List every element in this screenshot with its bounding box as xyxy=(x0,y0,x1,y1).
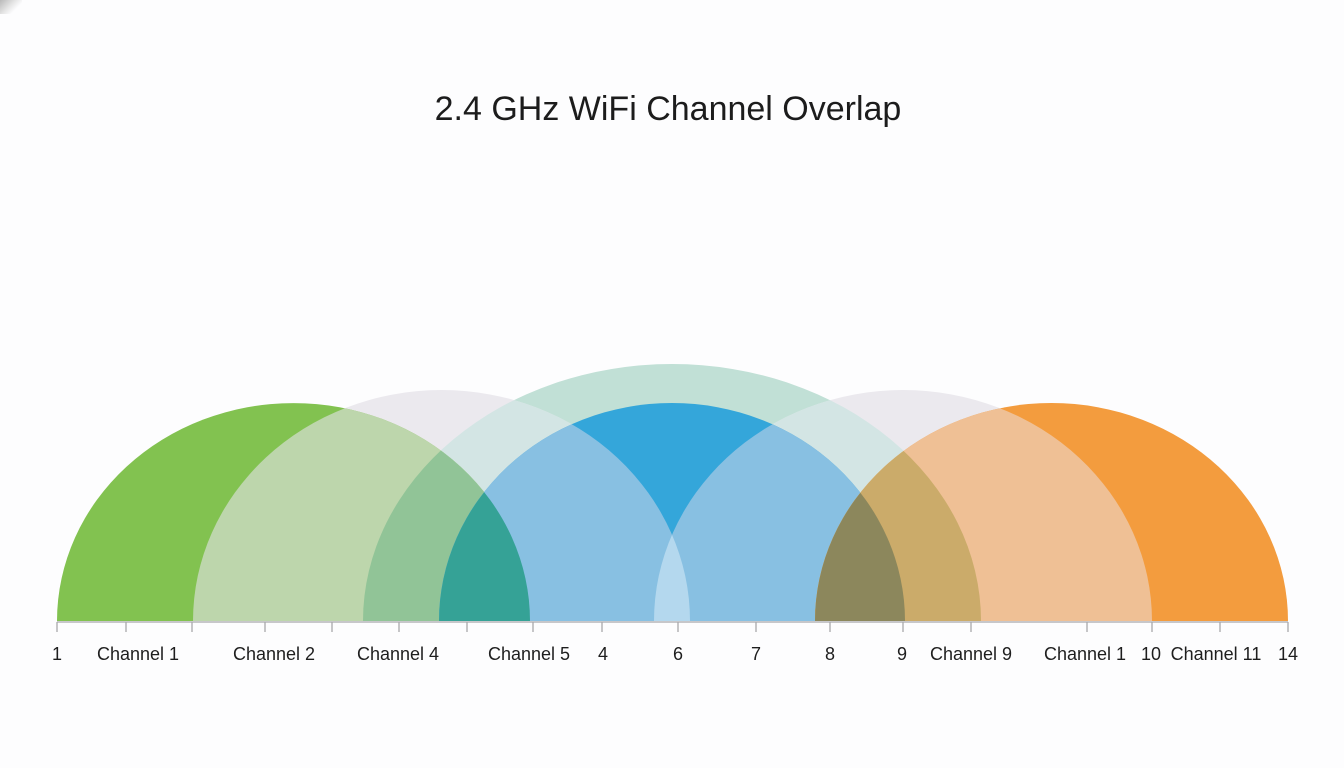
x-axis-label: 4 xyxy=(597,644,609,664)
x-axis-label: Channel 11 xyxy=(1170,644,1262,664)
chart-title: 2.4 GHz WiFi Channel Overlap xyxy=(434,90,902,128)
x-axis-label: 14 xyxy=(1277,644,1299,664)
x-axis-label: Channel 1 xyxy=(1043,644,1127,664)
x-axis-label: 1 xyxy=(51,644,63,664)
x-axis-label: Channel 2 xyxy=(232,644,316,664)
window-corner-shadow xyxy=(0,0,22,14)
x-axis-label: 9 xyxy=(896,644,908,664)
x-axis-label: 6 xyxy=(672,644,684,664)
x-axis-label: Channel 9 xyxy=(929,644,1013,664)
x-axis-label: Channel 1 xyxy=(96,644,180,664)
x-axis-label: 7 xyxy=(750,644,762,664)
x-axis-label: 10 xyxy=(1140,644,1162,664)
x-axis-label: Channel 4 xyxy=(356,644,440,664)
x-axis-ticks xyxy=(56,622,1289,632)
x-axis-label: Channel 5 xyxy=(487,644,571,664)
x-axis-label: 8 xyxy=(824,644,836,664)
